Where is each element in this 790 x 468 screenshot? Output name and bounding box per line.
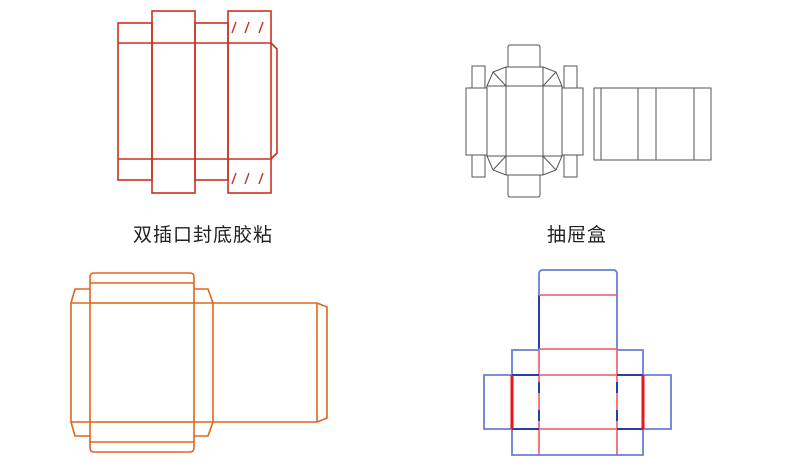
dieline-double-tuck — [117, 10, 278, 194]
glue-hatch-top — [231, 21, 264, 34]
dieline-orange-box — [70, 272, 328, 453]
glue-hatch-bottom — [231, 172, 264, 185]
label-drawer-box: 抽屉盒 — [546, 224, 608, 246]
label-double-tuck: 双插口封底胶粘 — [132, 224, 274, 246]
dieline-blue-box — [483, 269, 672, 456]
dieline-drawer-box — [465, 44, 712, 198]
